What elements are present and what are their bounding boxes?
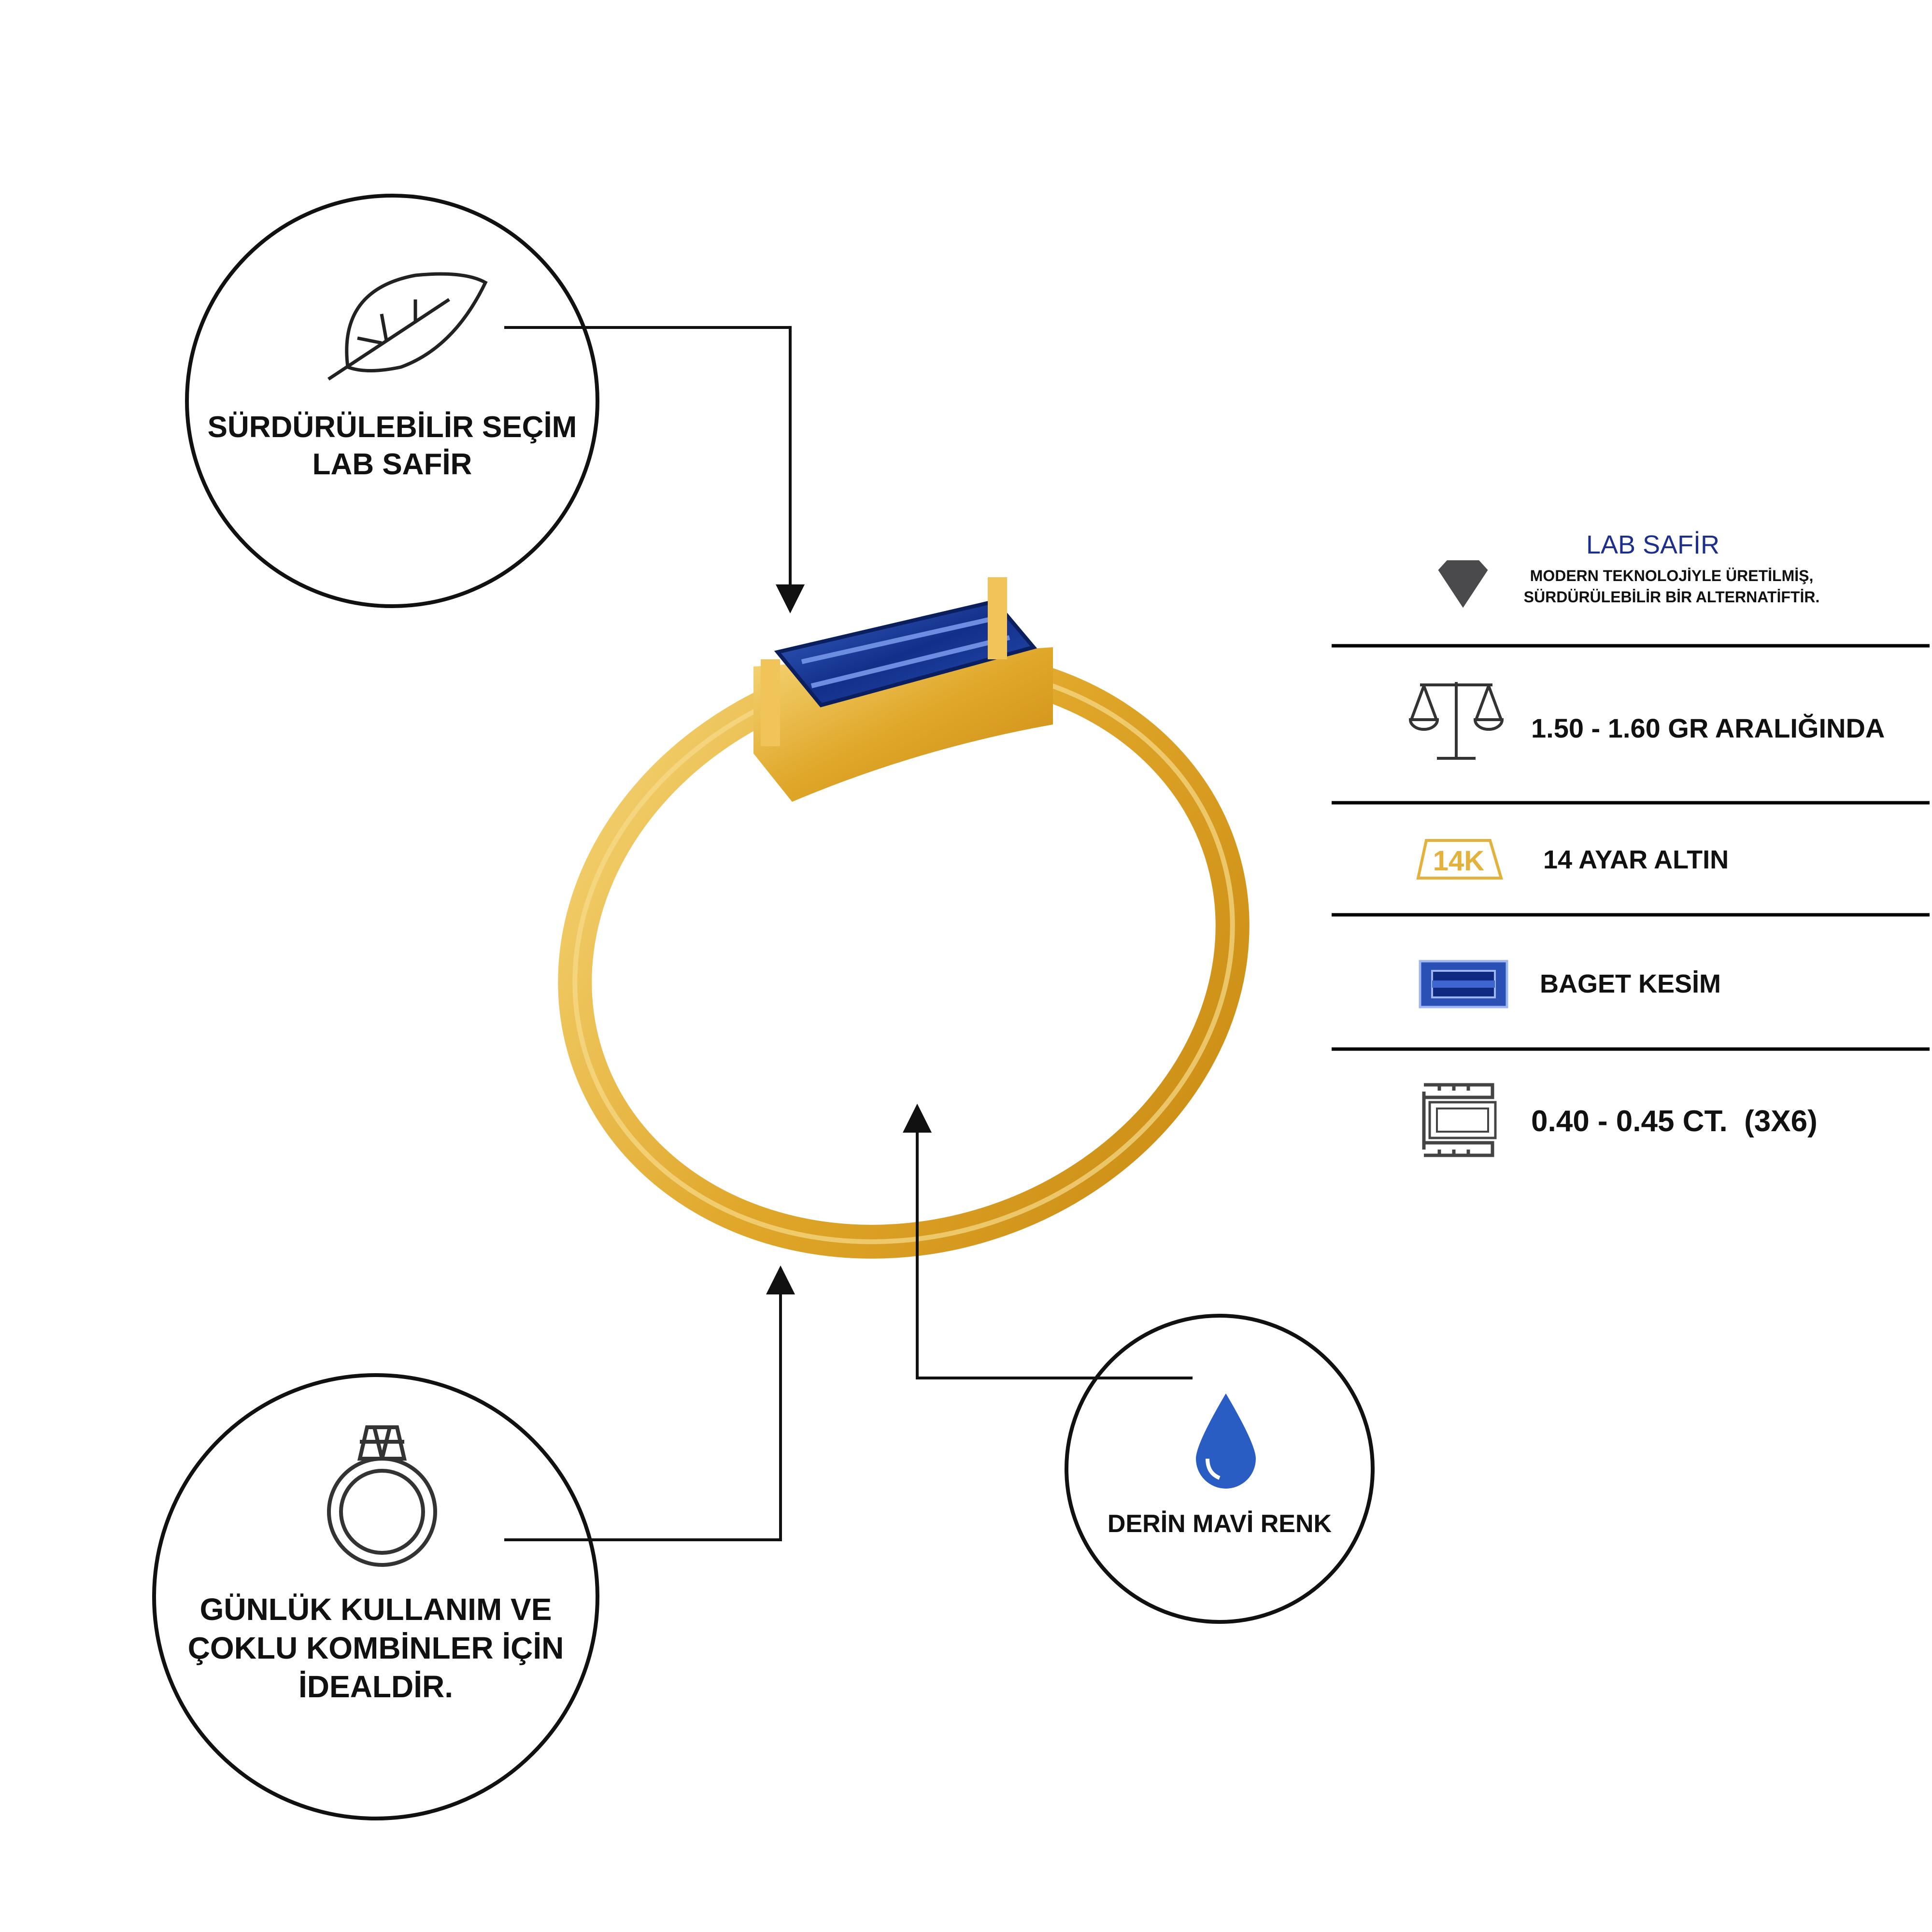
spec-panel: LAB SAFİR MODERN TEKNOLOJİYLE ÜRETİLMİŞ,… [1332, 530, 1930, 1157]
callout-daily-line3: İDEALDİR. [298, 1669, 453, 1704]
spec-carat: 0.40 - 0.45 CT. (3X6) [1531, 1105, 1818, 1138]
callout-sustainable-line2: LAB SAFİR [313, 448, 472, 481]
callout-deep-blue: DERİN MAVİ RENK [1065, 1314, 1375, 1624]
callout-daily-use: GÜNLÜK KULLANIM VE ÇOKLU KOMBİNLER İÇİN … [152, 1373, 599, 1820]
ring-icon [327, 1425, 437, 1567]
callout-daily-line1: GÜNLÜK KULLANIM VE [200, 1592, 552, 1627]
baguette-gem-icon [1419, 960, 1508, 1009]
leaf-icon [327, 272, 488, 381]
callout-daily-line2: ÇOKLU KOMBİNLER İÇİN [188, 1631, 564, 1665]
water-drop-icon [1196, 1393, 1256, 1489]
ring-product-image [558, 577, 1250, 1259]
diamond-icon [1435, 558, 1491, 611]
spec-title: LAB SAFİR [1586, 530, 1719, 559]
callout-sustainable: SÜRDÜRÜLEBİLİR SEÇİM LAB SAFİR [185, 194, 599, 608]
scale-icon [1408, 682, 1504, 760]
spec-description-line1: MODERN TEKNOLOJİYLE ÜRETİLMİŞ, [1530, 567, 1814, 584]
gold-badge-text: 14K [1433, 845, 1485, 877]
callout-deep-blue-label: DERİN MAVİ RENK [1108, 1510, 1332, 1538]
gold-14k-icon: 14K [1416, 839, 1504, 880]
callout-sustainable-line1: SÜRDÜRÜLEBİLİR SEÇİM [208, 411, 577, 444]
spec-weight: 1.50 - 1.60 GR ARALIĞINDA [1531, 713, 1885, 743]
gem-measure-icon [1422, 1083, 1497, 1157]
connector-arrow-sustainable [504, 326, 805, 613]
connector-arrow-daily [504, 1265, 795, 1541]
spec-karat: 14 AYAR ALTIN [1543, 845, 1729, 874]
spec-description-line2: SÜRDÜRÜLEBİLİR BİR ALTERNATİFTİR. [1524, 588, 1820, 606]
spec-cut: BAGET KESİM [1540, 969, 1721, 998]
connector-arrow-deep-blue [903, 1104, 1193, 1379]
